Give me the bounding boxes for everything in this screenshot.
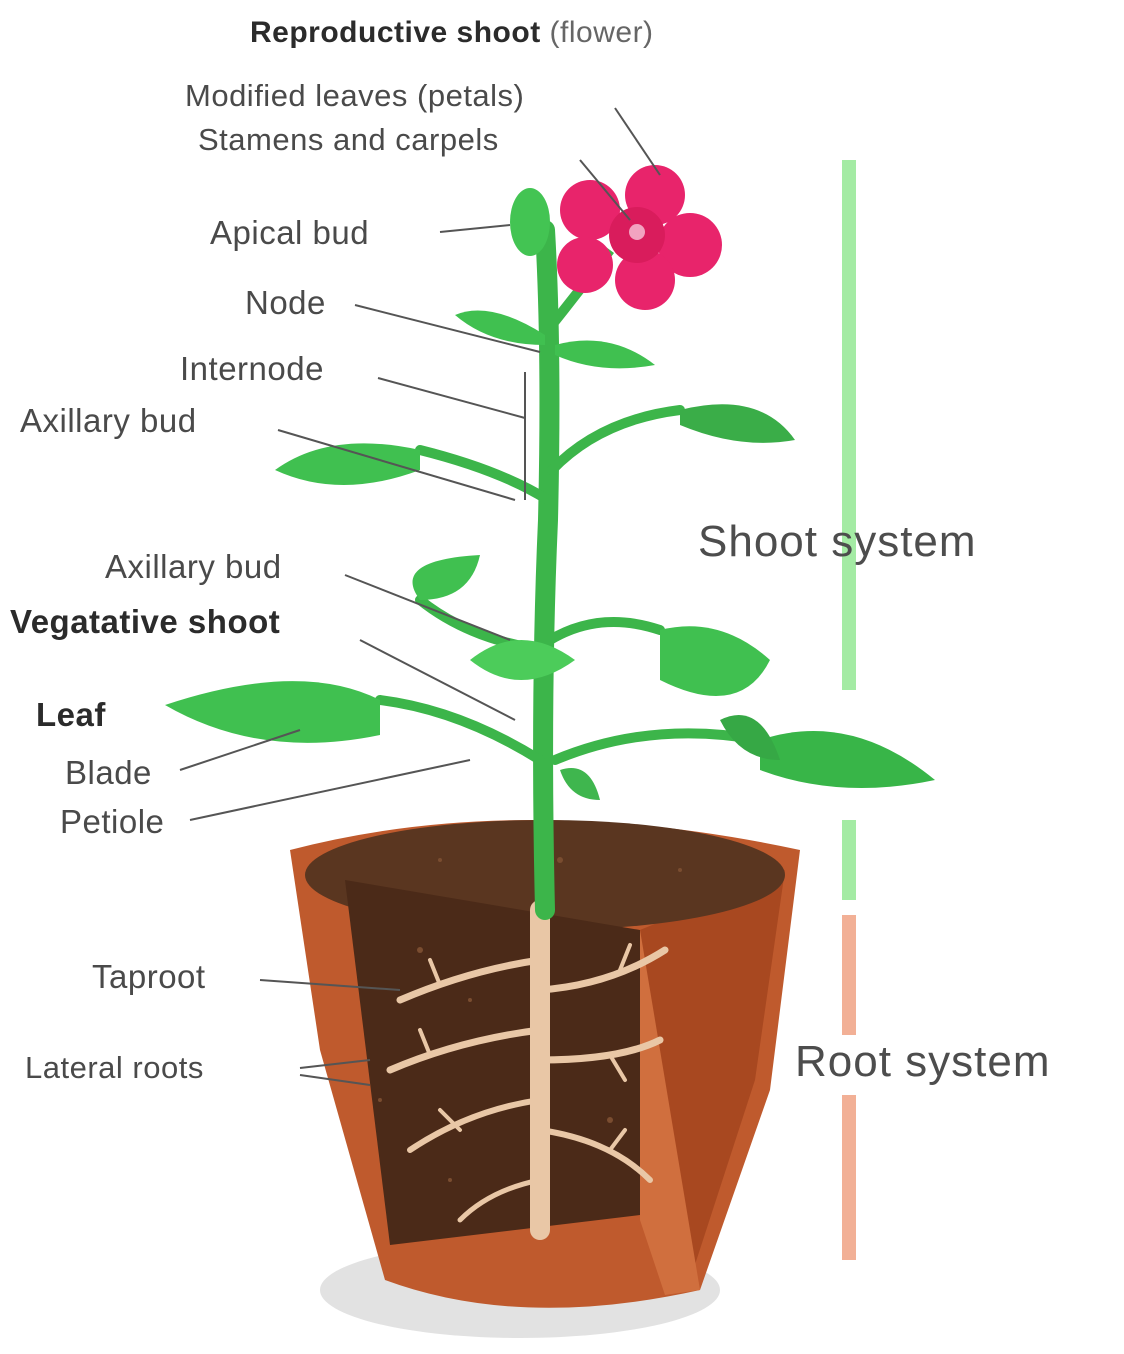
label-petiole: Petiole <box>60 805 164 838</box>
leaf-axil <box>470 640 575 680</box>
leaf-node-right <box>555 341 655 369</box>
root-system-bar-lower <box>842 1095 856 1260</box>
leaf-lower-right <box>760 731 935 788</box>
soil-cutaway <box>345 880 640 1245</box>
label-modified-leaves: Modified leaves (petals) <box>185 80 524 111</box>
main-stem <box>543 230 549 910</box>
label-axillary-bud-upper: Axillary bud <box>20 404 197 437</box>
label-leaf: Leaf <box>36 698 106 731</box>
leaf-node-left <box>455 311 545 346</box>
root-system-bar <box>842 915 856 1035</box>
label-shoot-system: Shoot system <box>698 520 977 564</box>
shoot-system-bar-lower <box>842 820 856 900</box>
label-node: Node <box>245 286 326 319</box>
leaf-mid-right <box>660 626 770 696</box>
apical-bud <box>510 188 550 256</box>
label-stamens-carpels: Stamens and carpels <box>198 124 499 155</box>
leaf-mid-left <box>413 555 481 600</box>
shoot-system-bar <box>842 160 856 690</box>
leaf-small-stem <box>560 768 600 800</box>
reproductive-shoot-text: Reproductive shoot <box>250 16 541 49</box>
label-reproductive-shoot: Reproductive shoot (flower) <box>250 18 654 48</box>
label-lateral-roots: Lateral roots <box>25 1052 204 1083</box>
leaf-lower-left <box>165 681 380 743</box>
label-root-system: Root system <box>795 1040 1051 1084</box>
label-apical-bud: Apical bud <box>210 216 369 249</box>
label-taproot: Taproot <box>92 960 206 993</box>
leaf-upper-right <box>680 404 795 443</box>
reproductive-shoot-note: (flower) <box>550 16 654 49</box>
label-internode: Internode <box>180 352 324 385</box>
label-vegetative-shoot: Vegatative shoot <box>10 605 280 638</box>
flower <box>557 165 722 310</box>
label-blade: Blade <box>65 756 152 789</box>
label-axillary-bud-lower: Axillary bud <box>105 550 282 583</box>
